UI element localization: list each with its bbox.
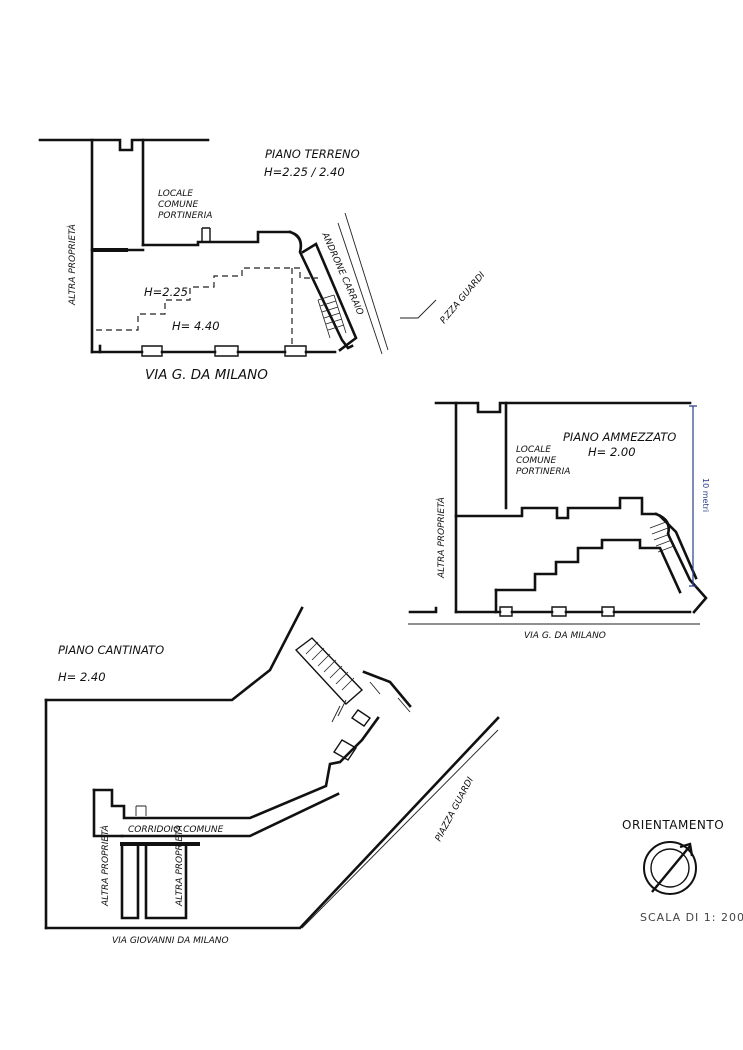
basement-corridor-left bbox=[92, 788, 124, 838]
basement-street-label: VIA GIOVANNI DA MILANO bbox=[112, 936, 229, 946]
basement-corridor-top bbox=[92, 716, 380, 820]
basement-height: H= 2.40 bbox=[58, 670, 106, 684]
ground-floor-portineria-walls bbox=[90, 230, 292, 252]
ground-floor-inner-height-2: H= 4.40 bbox=[172, 319, 220, 333]
basement-stair-outline bbox=[331, 699, 347, 723]
mezzanine-step-walls bbox=[494, 538, 682, 594]
ground-floor-room-label-3: PORTINERIA bbox=[158, 211, 212, 221]
orientation-label: ORIENTAMENTO bbox=[622, 818, 724, 832]
mezzanine-windows bbox=[499, 606, 615, 617]
basement-pillar-1 bbox=[350, 709, 372, 727]
legend: ORIENTAMENTO SCALA DI 1: 200 bbox=[622, 818, 743, 924]
basement-stair-outline-2 bbox=[369, 681, 411, 713]
mezzanine-top-boundary bbox=[434, 401, 692, 414]
basement-corridor-bottom bbox=[120, 792, 340, 838]
mezzanine-plan: 10 metri PIANO AMMEZZATO H= 2.00 LOCALE … bbox=[408, 401, 710, 641]
mezzanine-right-wall bbox=[654, 512, 708, 614]
piazza-guardi-marker bbox=[400, 299, 437, 319]
ground-floor-top-boundary bbox=[38, 138, 210, 152]
mezzanine-street-label: VIA G. DA MILANO bbox=[524, 631, 606, 641]
mezzanine-stair bbox=[649, 521, 675, 553]
ground-floor-adjacent-label: ALTRA PROPRIETÀ bbox=[66, 224, 78, 306]
mezzanine-portineria-walls bbox=[454, 496, 658, 520]
ground-floor-step-outline-2 bbox=[284, 267, 318, 279]
androne-carraio-outline-2 bbox=[337, 222, 383, 355]
ground-floor-niche bbox=[201, 227, 211, 242]
mezzanine-room-label-1: LOCALE bbox=[516, 445, 551, 455]
ground-floor-plan: PIANO TERRENO H=2.25 / 2.40 LOCALE COMUN… bbox=[38, 138, 488, 383]
ground-floor-windows bbox=[141, 345, 307, 357]
basement-stair-walls bbox=[362, 670, 412, 708]
basement-corridor-label: CORRIDOIO COMUNE bbox=[128, 825, 224, 835]
compass-icon bbox=[643, 841, 697, 895]
piazza-guardi-line bbox=[301, 729, 499, 929]
basement-outer-bottom bbox=[44, 716, 500, 930]
mezzanine-room-label-2: COMUNE bbox=[516, 456, 556, 466]
scale-label: SCALA DI 1: 200 bbox=[640, 911, 743, 924]
scale-bar bbox=[689, 405, 697, 587]
mezzanine-height: H= 2.00 bbox=[588, 445, 636, 459]
mezzanine-stair-wall bbox=[658, 514, 698, 580]
ground-floor-step-outline bbox=[96, 267, 284, 331]
ground-floor-courtyard-label: P.ZZA GUARDI bbox=[439, 270, 488, 326]
mezzanine-adjacent-label: ALTRA PROPRIETÀ bbox=[435, 497, 447, 579]
basement-adjacent-right-label: ALTRA PROPRIETÀ bbox=[173, 825, 185, 907]
ground-floor-street-label: VIA G. DA MILANO bbox=[145, 367, 268, 383]
ground-floor-title: PIANO TERRENO bbox=[265, 147, 360, 161]
mezzanine-boundary-left bbox=[408, 606, 438, 614]
ground-floor-stair bbox=[317, 294, 347, 339]
ground-floor-inner-height-1: H=2.25 bbox=[144, 285, 188, 299]
androne-carraio-outline bbox=[344, 212, 389, 351]
ground-floor-right-wall bbox=[288, 230, 354, 350]
basement-title: PIANO CANTINATO bbox=[58, 643, 164, 657]
basement-niche bbox=[135, 805, 147, 816]
mezzanine-room-label-3: PORTINERIA bbox=[516, 467, 570, 477]
basement-square-label: PIAZZA GUARDI bbox=[434, 776, 476, 844]
basement-pillar-2 bbox=[333, 739, 357, 761]
basement-stair bbox=[294, 637, 364, 705]
ground-floor-room-label-2: COMUNE bbox=[158, 200, 198, 210]
basement-outer-top bbox=[44, 606, 304, 702]
androne-carraio-walls bbox=[301, 242, 358, 352]
basement-adjacent-left-label: ALTRA PROPRIETÀ bbox=[99, 825, 111, 907]
ground-floor-height: H=2.25 / 2.40 bbox=[264, 165, 345, 179]
basement-plan: PIANO CANTINATO H= 2.40 CORRIDOIO COMUNE… bbox=[44, 606, 500, 946]
scale-bar-label: 10 metri bbox=[701, 478, 710, 512]
basement-cellar-walls bbox=[120, 842, 188, 920]
mezzanine-title: PIANO AMMEZZATO bbox=[563, 430, 676, 444]
ground-floor-room-label-1: LOCALE bbox=[158, 189, 193, 199]
